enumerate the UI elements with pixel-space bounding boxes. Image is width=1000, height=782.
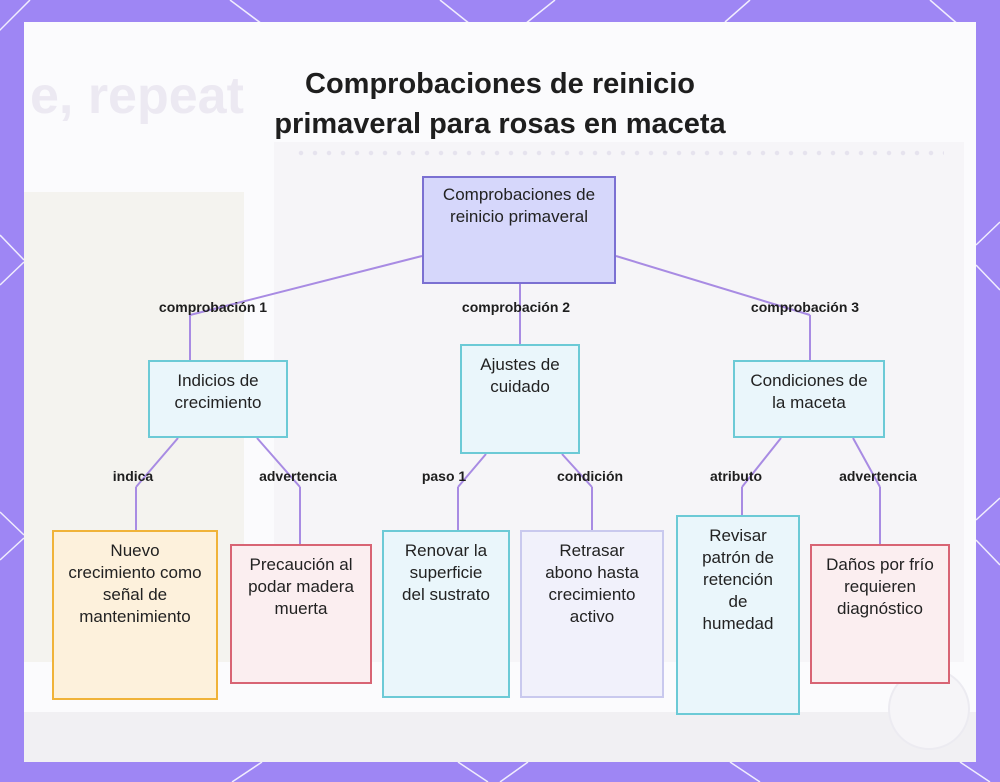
edge-label-step1: paso 1: [421, 468, 467, 484]
background-dots: [294, 150, 944, 156]
background-text: e, repeat: [30, 67, 244, 125]
background-band: [24, 712, 976, 762]
node-delay-fertilizer-label: Retrasar abono hasta crecimiento activo: [545, 541, 639, 626]
edge-root-pot: [615, 255, 811, 316]
node-moisture-pattern-label: Revisar patrón de retención de humedad: [702, 526, 774, 633]
node-pot-label: Condiciones de la maceta: [750, 371, 868, 412]
node-moisture-pattern: Revisar patrón de retención de humedad: [676, 515, 800, 715]
node-renew-substrate: Renovar la superficie del sustrato: [382, 530, 510, 698]
edge-pot-frost: [852, 437, 881, 488]
edge-label-condition: condición: [556, 468, 624, 484]
node-new-growth-label: Nuevo crecimiento como señal de mantenim…: [68, 541, 202, 626]
node-prune-caution-label: Precaución al podar madera muerta: [248, 555, 354, 618]
edge-root-growth: [189, 255, 423, 316]
edge-growth-prune: [256, 437, 301, 488]
diagram-canvas: e, repeat Comprobaciones de reinicio pri…: [24, 22, 976, 762]
edge-label-indicates: indica: [112, 468, 154, 484]
edge-pot-moisture: [741, 437, 782, 488]
edge-care-renew: [457, 453, 487, 488]
edge-label-attribute: atributo: [709, 468, 763, 484]
node-root-label: Comprobaciones de reinicio primaveral: [442, 185, 596, 226]
edge-growth-new: [135, 437, 179, 488]
node-delay-fertilizer: Retrasar abono hasta crecimiento activo: [520, 530, 664, 698]
node-pot: Condiciones de la maceta: [733, 360, 885, 438]
node-renew-substrate-label: Renovar la superficie del sustrato: [402, 541, 490, 604]
node-growth-label: Indicios de crecimiento: [174, 371, 262, 412]
node-frost-damage-label: Daños por frío requieren diagnóstico: [826, 555, 934, 618]
node-care-label: Ajustes de cuidado: [480, 355, 560, 396]
edge-label-check1: comprobación 1: [158, 299, 268, 315]
node-growth: Indicios de crecimiento: [148, 360, 288, 438]
node-new-growth: Nuevo crecimiento como señal de mantenim…: [52, 530, 218, 700]
node-frost-damage: Daños por frío requieren diagnóstico: [810, 544, 950, 684]
diagram-connectors: [135, 255, 881, 544]
node-prune-caution: Precaución al podar madera muerta: [230, 544, 372, 684]
edge-label-warning1: advertencia: [259, 468, 337, 484]
edge-label-warning2: advertencia: [839, 468, 917, 484]
node-root: Comprobaciones de reinicio primaveral: [422, 176, 616, 284]
diagram-title: Comprobaciones de reinicio primaveral pa…: [274, 68, 726, 140]
node-care: Ajustes de cuidado: [460, 344, 580, 454]
edge-label-check2: comprobación 2: [461, 299, 571, 315]
edge-care-delay: [561, 453, 593, 488]
edge-label-check3: comprobación 3: [750, 299, 860, 315]
